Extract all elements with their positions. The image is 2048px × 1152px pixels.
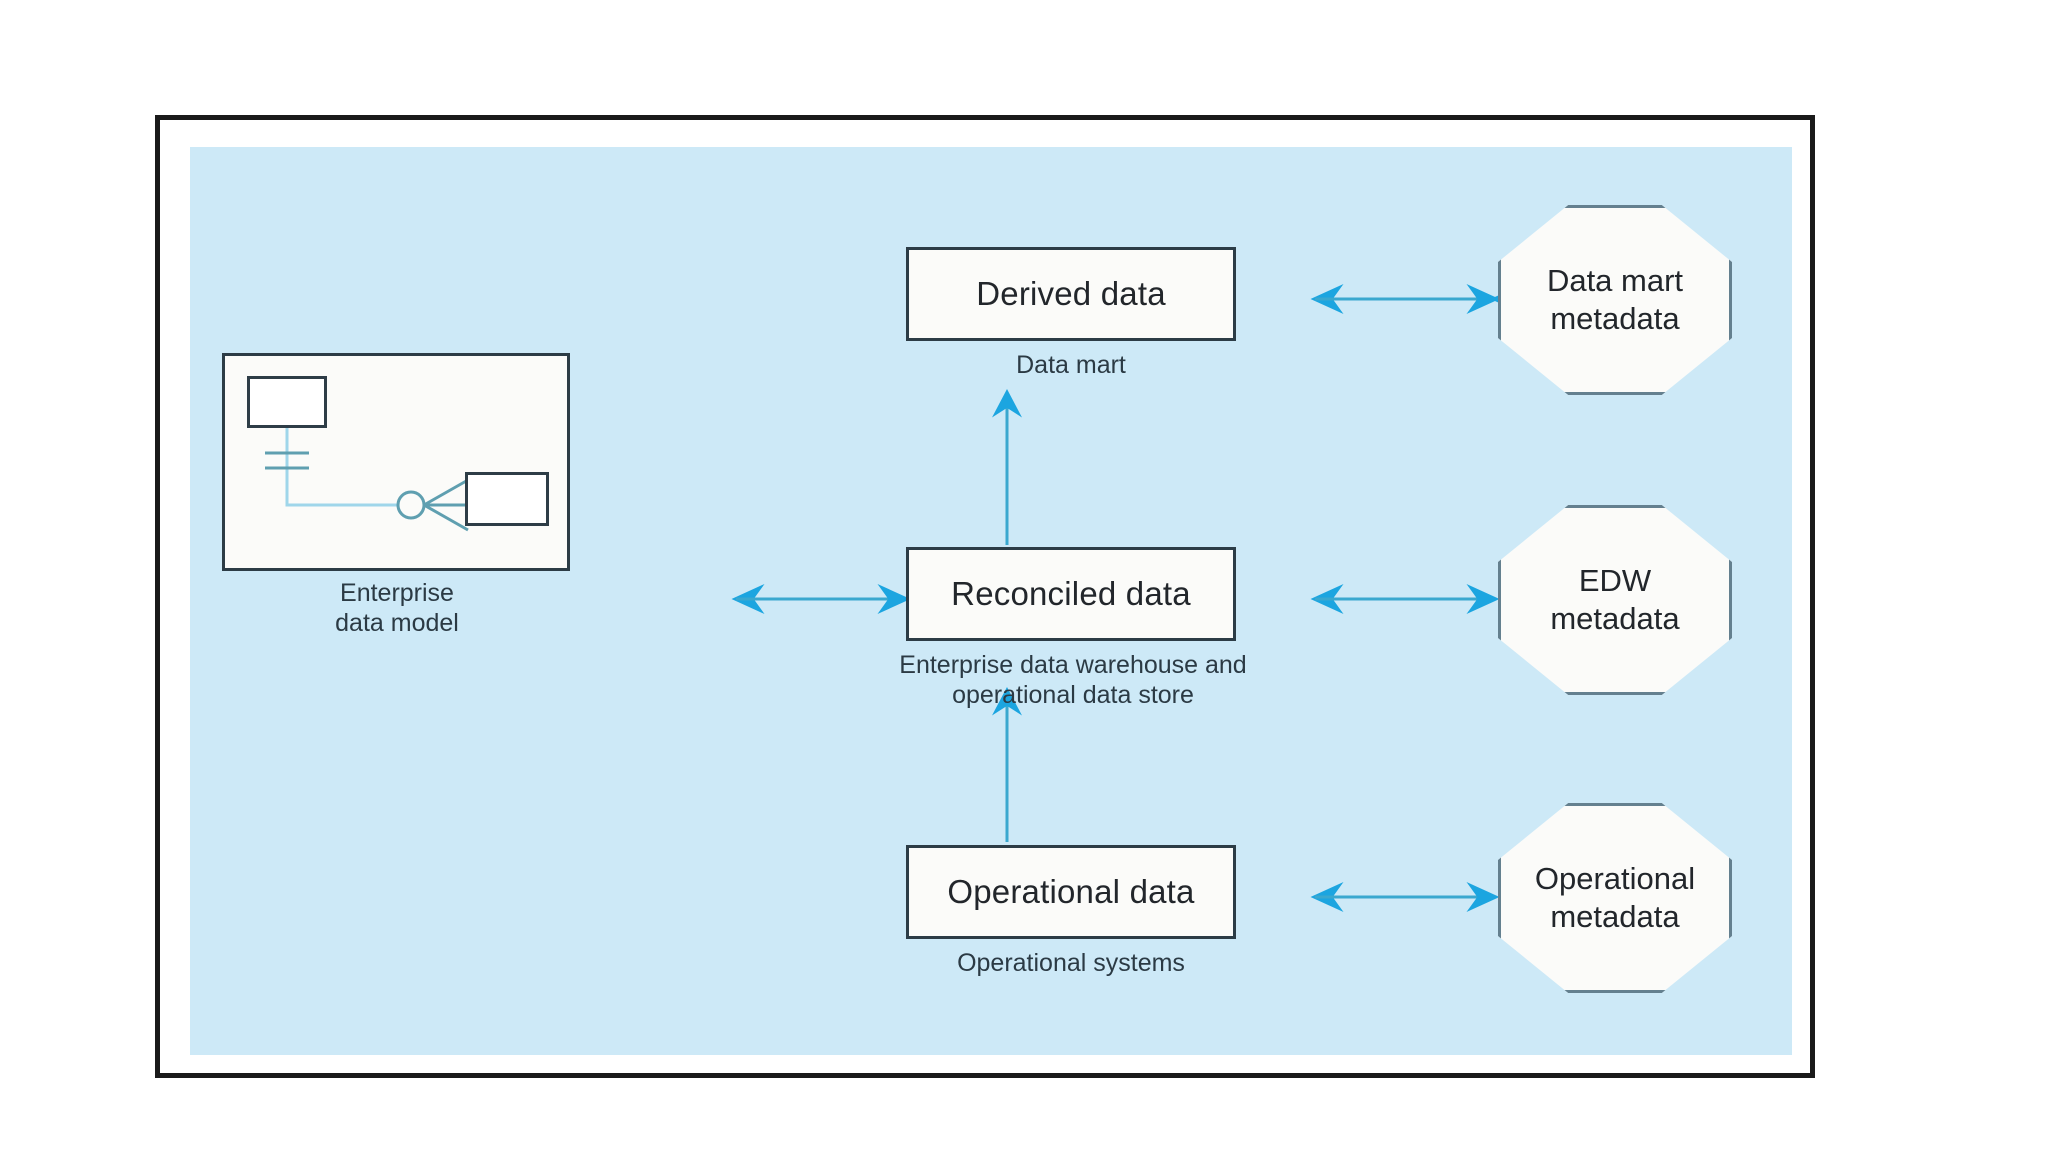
er-diagram — [265, 428, 469, 532]
reconciled-data-label: Reconciled data — [951, 575, 1191, 612]
operational-data-label: Operational data — [947, 873, 1195, 910]
derived-data-box[interactable]: Derived data — [906, 247, 1236, 341]
operational-data-box[interactable]: Operational data — [906, 845, 1236, 939]
er-entity-two — [465, 472, 549, 526]
diagram-panel: Enterprise data model Derived data Data … — [190, 147, 1792, 1055]
reconciled-data-caption: Enterprise data warehouse and operationa… — [899, 651, 1247, 709]
enterprise-data-model-caption: Enterprise data model — [335, 579, 459, 637]
operational-metadata-label: Operational metadata — [1534, 861, 1696, 934]
edw-metadata-label: EDW metadata — [1550, 563, 1680, 636]
operational-metadata-octagon[interactable]: Operational metadata — [1498, 803, 1732, 993]
data-mart-metadata-octagon[interactable]: Data mart metadata — [1498, 205, 1732, 395]
data-mart-metadata-label: Data mart metadata — [1546, 263, 1684, 336]
derived-data-caption: Data mart — [1016, 351, 1126, 379]
operational-data-caption: Operational systems — [957, 949, 1185, 977]
figure-frame: Enterprise data model Derived data Data … — [155, 115, 1815, 1078]
reconciled-data-box[interactable]: Reconciled data — [906, 547, 1236, 641]
er-entity-one — [247, 376, 327, 428]
enterprise-data-model-box[interactable] — [222, 353, 570, 571]
edw-metadata-octagon[interactable]: EDW metadata — [1498, 505, 1732, 695]
derived-data-label: Derived data — [976, 275, 1166, 312]
